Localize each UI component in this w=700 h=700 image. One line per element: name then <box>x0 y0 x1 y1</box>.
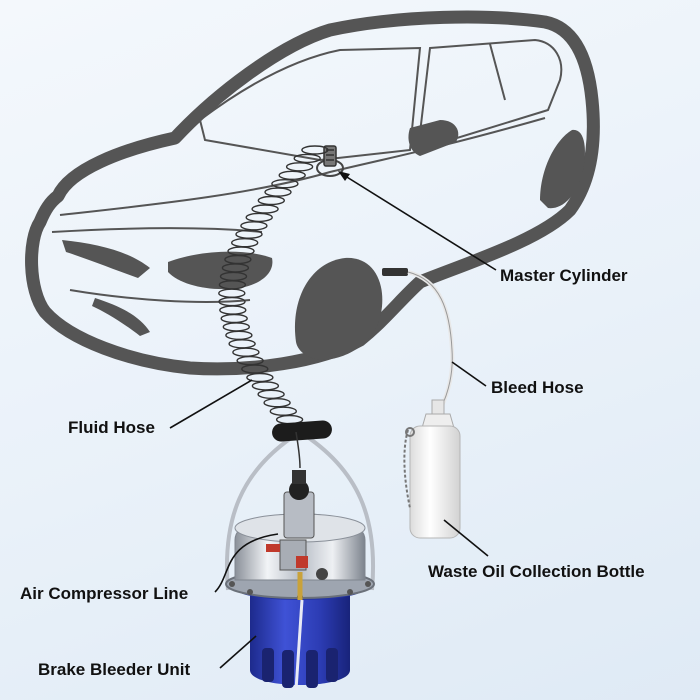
leader-bleed-hose <box>451 361 487 387</box>
hose-coil-loop <box>246 372 274 383</box>
hose-coil-loop <box>263 398 291 408</box>
hose-coil-loop <box>257 195 285 206</box>
hose-coil-loop <box>251 381 280 391</box>
leader-air-line <box>214 533 279 593</box>
hose-coil-loop <box>264 187 292 197</box>
master-cylinder-fitting <box>316 145 344 177</box>
hose-coil-loop <box>285 162 314 172</box>
hose-coil-loop <box>278 170 306 181</box>
label-master-cylinder: Master Cylinder <box>500 266 628 285</box>
leader-waste-bottle <box>443 519 489 557</box>
hose-coil-loop <box>219 305 247 315</box>
hose-coil-loop <box>228 339 256 349</box>
hose-coil-loop <box>245 212 273 223</box>
label-air-compressor-line: Air Compressor Line <box>20 584 189 603</box>
hose-coil-loop <box>232 347 260 357</box>
hose-coil-loop <box>222 322 251 332</box>
hose-coil-loop <box>271 178 299 189</box>
car-outline-icon <box>25 10 600 376</box>
hose-coil-loop <box>230 237 259 248</box>
leader-master-cylinder <box>341 173 497 271</box>
waste-bottle-icon <box>403 399 461 539</box>
label-fluid-hose: Fluid Hose <box>68 418 155 437</box>
hose-coil-loop <box>301 145 329 155</box>
leader-lines <box>169 171 497 669</box>
hose-coil-loop <box>240 221 268 231</box>
hose-coil-loop <box>220 313 248 324</box>
leader-bleeder-unit <box>219 635 257 669</box>
hose-coil-loop <box>269 406 297 416</box>
label-brake-bleeder-unit: Brake Bleeder Unit <box>38 660 191 679</box>
hose-coil-loop <box>225 330 253 340</box>
label-waste-bottle: Waste Oil Collection Bottle <box>428 562 645 581</box>
brake-bleeder-icon <box>224 420 376 691</box>
leader-fluid-hose <box>169 379 253 429</box>
hose-coil-loop <box>218 288 246 298</box>
label-bleed-hose: Bleed Hose <box>491 378 584 397</box>
hose-coil-loop <box>293 153 321 164</box>
hose-coil-loop <box>257 389 285 399</box>
hose-coil-loop <box>251 204 279 214</box>
